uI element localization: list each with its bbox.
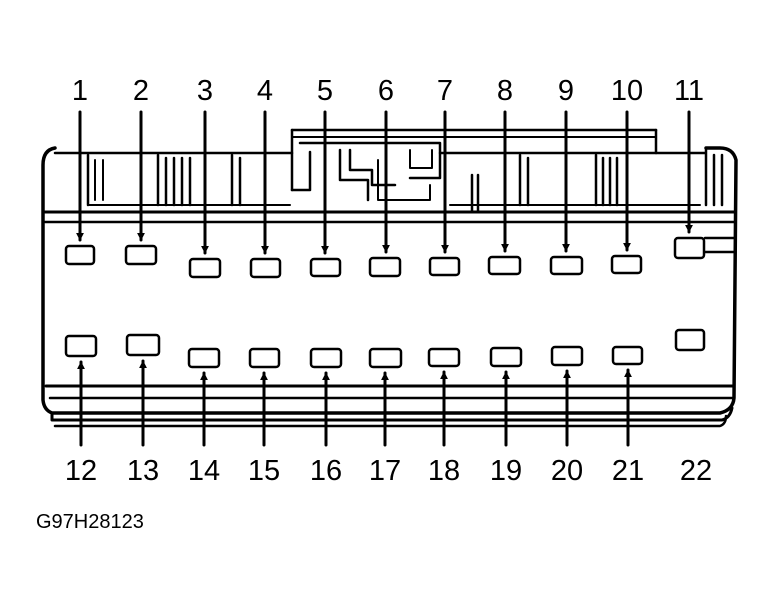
pin-label-18: 18	[428, 455, 460, 487]
pin-label-22: 22	[680, 455, 712, 487]
pin-label-4: 4	[257, 75, 273, 107]
pin-label-11: 11	[674, 75, 704, 107]
pin-label-15: 15	[248, 455, 280, 487]
pin-label-21: 21	[612, 455, 644, 487]
pin-label-6: 6	[378, 75, 394, 107]
pin-cavity-5	[309, 257, 342, 278]
pin-cavity-21	[611, 345, 644, 366]
pin-cavity-15	[248, 347, 281, 369]
pin-label-13: 13	[127, 455, 159, 487]
pin-cavity-3	[188, 257, 222, 279]
pin-label-2: 2	[133, 75, 149, 107]
pin-cavity-20	[550, 345, 584, 367]
pin-cavities	[64, 236, 706, 369]
pin-label-19: 19	[490, 455, 522, 487]
pin-label-5: 5	[317, 75, 333, 107]
pin-cavity-19	[489, 346, 523, 368]
pin-cavity-11	[673, 236, 706, 260]
pin-cavity-2	[124, 244, 158, 266]
pin-labels-top: 1 2 3 4 5 6 7 8 9 10 11	[72, 75, 704, 107]
pin-label-7: 7	[437, 75, 453, 107]
pin-cavity-10	[610, 254, 643, 275]
pin-label-12: 12	[65, 455, 97, 487]
pin-cavity-9	[549, 255, 584, 276]
pin-cavity-4	[249, 257, 282, 279]
pin-label-3: 3	[197, 75, 213, 107]
pin-label-17: 17	[369, 455, 401, 487]
pin-cavity-12	[64, 334, 98, 358]
pin-label-10: 10	[611, 75, 643, 107]
leader-arrows	[76, 110, 693, 447]
pin-label-8: 8	[497, 75, 513, 107]
pin-label-1: 1	[72, 75, 88, 107]
pin-cavity-1	[64, 244, 96, 266]
pin-label-20: 20	[551, 455, 583, 487]
pin-cavity-14	[187, 347, 221, 369]
pin-label-9: 9	[558, 75, 574, 107]
connector-housing	[41, 128, 738, 428]
pin-label-16: 16	[310, 455, 342, 487]
pin-labels-bottom: 12 13 14 15 16 17 18 19 20 21 22	[65, 455, 712, 487]
pin-cavity-6	[368, 256, 402, 278]
pin-cavity-22	[674, 328, 706, 352]
pin-cavity-17	[368, 347, 403, 369]
pin-cavity-7	[428, 256, 461, 277]
pin-cavity-8	[487, 255, 522, 276]
pin-label-14: 14	[188, 455, 220, 487]
pin-cavity-18	[427, 347, 461, 368]
figure-code: G97H28123	[36, 511, 144, 533]
pin-cavity-13	[125, 333, 161, 357]
pin-cavity-16	[309, 347, 343, 369]
